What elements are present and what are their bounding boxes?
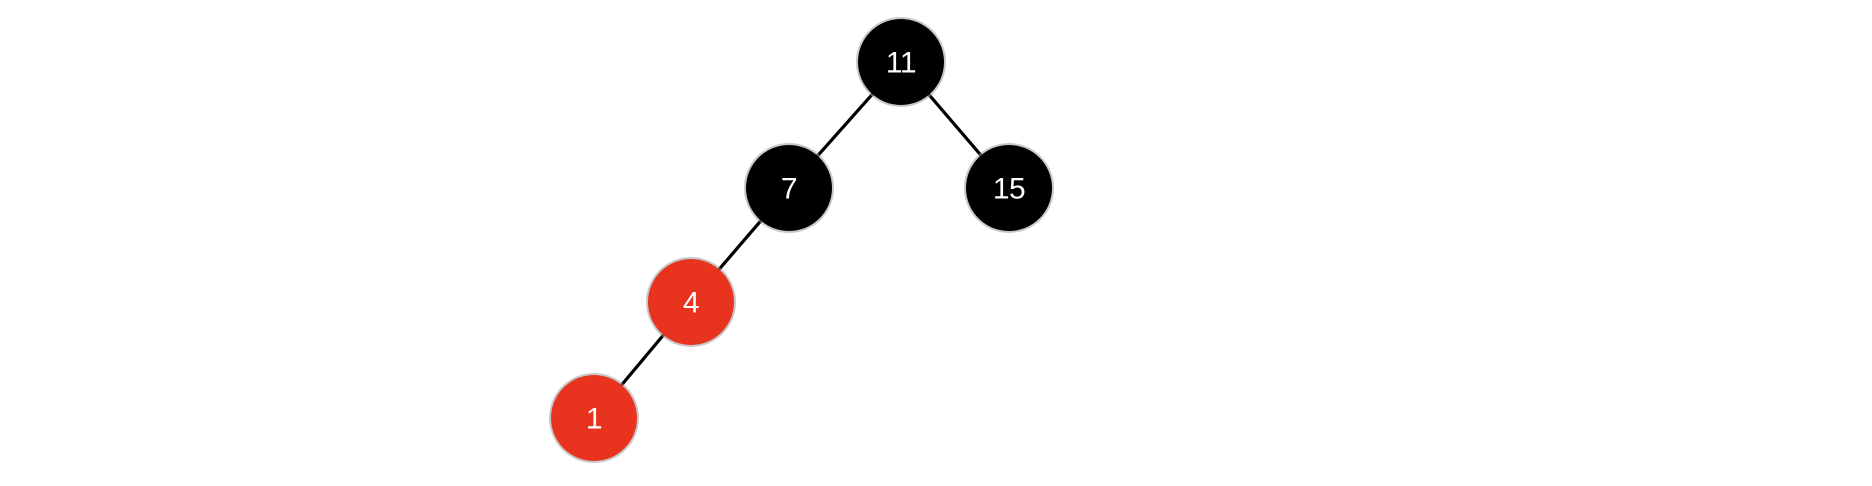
tree-node-1[interactable]: 1 <box>549 373 639 463</box>
node-label-4: 4 <box>683 287 699 320</box>
node-fill-1[interactable] <box>551 375 637 461</box>
node-fill-15[interactable] <box>966 145 1052 231</box>
node-label-7: 7 <box>781 173 797 206</box>
node-label-15: 15 <box>993 173 1025 206</box>
node-label-1: 1 <box>586 403 602 436</box>
node-label-11: 11 <box>886 47 916 80</box>
node-fill-4[interactable] <box>648 259 734 345</box>
tree-node-7[interactable]: 7 <box>744 143 834 233</box>
tree-node-15[interactable]: 15 <box>964 143 1054 233</box>
node-fill-11[interactable] <box>858 19 944 105</box>
tree-node-4[interactable]: 4 <box>646 257 736 347</box>
tree-node-11[interactable]: 11 <box>856 17 946 107</box>
nodes-layer: 11 7 15 4 1 <box>549 17 1054 463</box>
node-fill-7[interactable] <box>746 145 832 231</box>
edges-layer <box>592 60 1011 420</box>
